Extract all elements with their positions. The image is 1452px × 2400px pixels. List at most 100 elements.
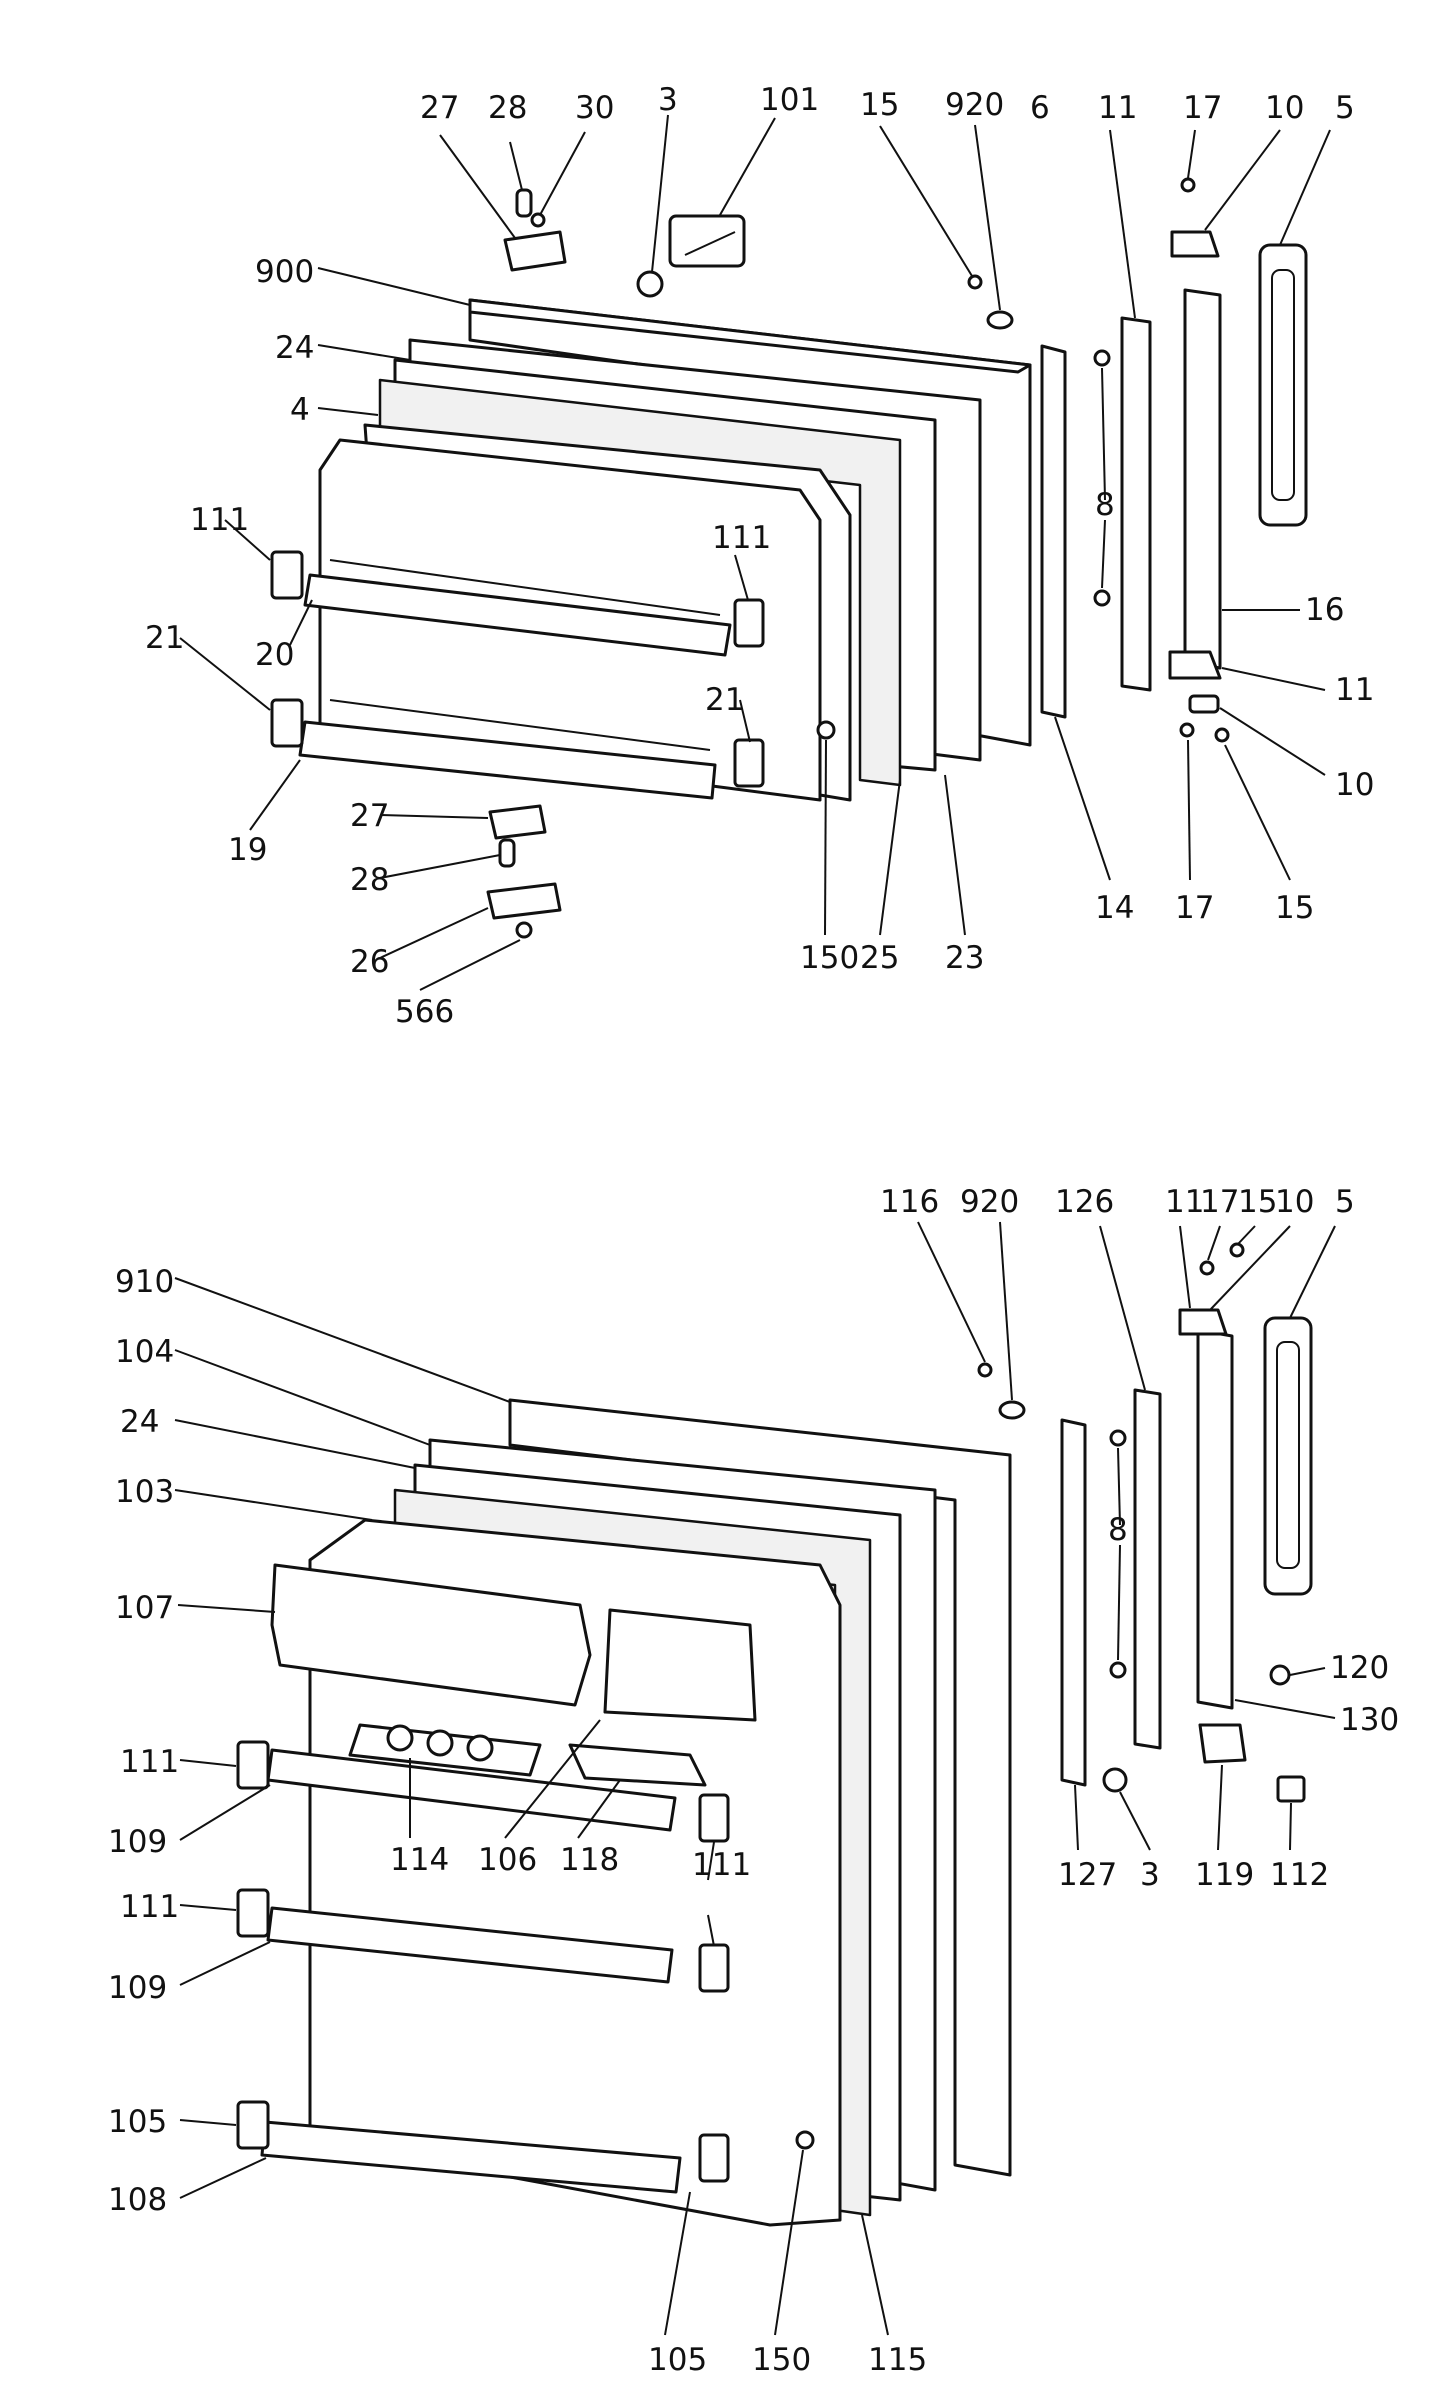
part-label: 11	[1165, 1184, 1204, 1220]
upper-part-labels: 27 28 30 3 101 15 920 6 11 17 10 5 900 2…	[145, 82, 1374, 1030]
screw	[515, 921, 533, 939]
part-label: 109	[108, 1970, 167, 2006]
part-label: 21	[145, 620, 184, 656]
hinge-plate	[486, 882, 562, 920]
clip-112	[1276, 1775, 1306, 1803]
shelf-support	[698, 1793, 730, 1843]
part-label: 17	[1175, 890, 1214, 926]
washer-10	[1188, 694, 1220, 714]
top-hinge	[503, 230, 567, 272]
shelf-support	[236, 1740, 270, 1790]
plug-920	[986, 310, 1014, 330]
part-label: 21	[705, 682, 744, 718]
handle-plate	[668, 214, 746, 268]
handle-channel	[1196, 1328, 1234, 1710]
upper-leader-lines	[179, 114, 1331, 991]
screw	[1229, 1242, 1245, 1258]
trim-strip	[1040, 344, 1067, 719]
part-label: 111	[712, 520, 771, 556]
part-label: 4	[290, 392, 310, 428]
part-label: 104	[115, 1334, 174, 1370]
part-label: 8	[1108, 1512, 1128, 1548]
part-label: 24	[120, 1404, 159, 1440]
part-label: 111	[120, 1744, 179, 1780]
bottom-hinge	[488, 804, 547, 840]
part-label: 28	[488, 90, 527, 126]
screw	[1214, 727, 1230, 743]
part-label: 150	[800, 940, 859, 976]
shelf-support	[236, 1888, 270, 1938]
part-label: 19	[228, 832, 267, 868]
lower-leader-lines	[174, 1221, 1336, 2336]
part-label: 15	[1238, 1184, 1277, 1220]
upper-shelf	[303, 573, 732, 657]
part-label: 111	[692, 1847, 751, 1883]
screw	[1179, 722, 1195, 738]
part-label: 920	[945, 87, 1004, 123]
part-label: 20	[255, 637, 294, 673]
screw	[1109, 1429, 1127, 1447]
cap-3	[1102, 1767, 1128, 1793]
handle-bracket	[1133, 1388, 1162, 1750]
shelf-support-right-upper	[733, 598, 765, 648]
part-label: 17	[1200, 1184, 1239, 1220]
part-label: 14	[1095, 890, 1134, 926]
end-cap-bottom	[1198, 1723, 1247, 1764]
door-handle	[1263, 1316, 1313, 1596]
part-label: 10	[1265, 90, 1304, 126]
part-label: 111	[190, 502, 249, 538]
part-label: 111	[120, 1889, 179, 1925]
part-label: 107	[115, 1590, 174, 1626]
hinge-pin-top	[515, 188, 533, 218]
part-label: 105	[108, 2104, 167, 2140]
butter-compartment	[568, 1743, 707, 1787]
part-label: 120	[1330, 1650, 1389, 1686]
part-label: 5	[1335, 1184, 1355, 1220]
shelf-support	[698, 1943, 730, 1993]
part-label: 112	[1270, 1857, 1329, 1893]
upper-door-assembly: 27 28 30 3 101 15 920 6 11 17 10 5 900 2…	[145, 82, 1374, 1030]
part-label: 17	[1183, 90, 1222, 126]
part-label: 106	[478, 1842, 537, 1878]
shelf-support	[236, 2100, 270, 2150]
part-label: 23	[945, 940, 984, 976]
part-label: 108	[108, 2182, 167, 2218]
part-label: 24	[275, 330, 314, 366]
end-cap-bottom	[1168, 650, 1222, 680]
lower-part-labels: 116 920 126 11 17 15 10 5 910 104 24 103…	[108, 1184, 1399, 2378]
screw	[530, 212, 546, 228]
part-label: 900	[255, 254, 314, 290]
part-label: 126	[1055, 1184, 1114, 1220]
shelf-support-right-lower	[733, 738, 765, 788]
end-cap-top	[1178, 1308, 1228, 1336]
part-label: 566	[395, 994, 454, 1030]
screw	[1093, 349, 1111, 367]
screw	[1180, 177, 1196, 193]
part-label: 3	[658, 82, 678, 118]
screw	[1093, 589, 1111, 607]
part-label: 15	[1275, 890, 1314, 926]
part-label: 101	[760, 82, 819, 118]
part-label: 103	[115, 1474, 174, 1510]
cap-3	[636, 270, 664, 298]
part-label: 16	[1305, 592, 1344, 628]
part-label: 116	[880, 1184, 939, 1220]
end-cap-top	[1170, 230, 1220, 258]
shelf-support-left-upper	[270, 550, 304, 600]
shelf-support	[698, 2133, 730, 2183]
lower-door-assembly: 116 920 126 11 17 15 10 5 910 104 24 103…	[108, 1184, 1399, 2378]
part-label: 6	[1030, 90, 1050, 126]
screw	[1199, 1260, 1215, 1276]
dairy-bin-left	[270, 1563, 592, 1707]
part-label: 27	[420, 90, 459, 126]
part-label: 10	[1335, 767, 1374, 803]
part-label: 115	[868, 2342, 927, 2378]
part-label: 5	[1335, 90, 1355, 126]
plug-920	[998, 1400, 1026, 1420]
screw	[967, 274, 983, 290]
part-label: 118	[560, 1842, 619, 1878]
screw	[795, 2130, 815, 2150]
shelf-support-left-lower	[270, 698, 304, 748]
part-label: 150	[752, 2342, 811, 2378]
